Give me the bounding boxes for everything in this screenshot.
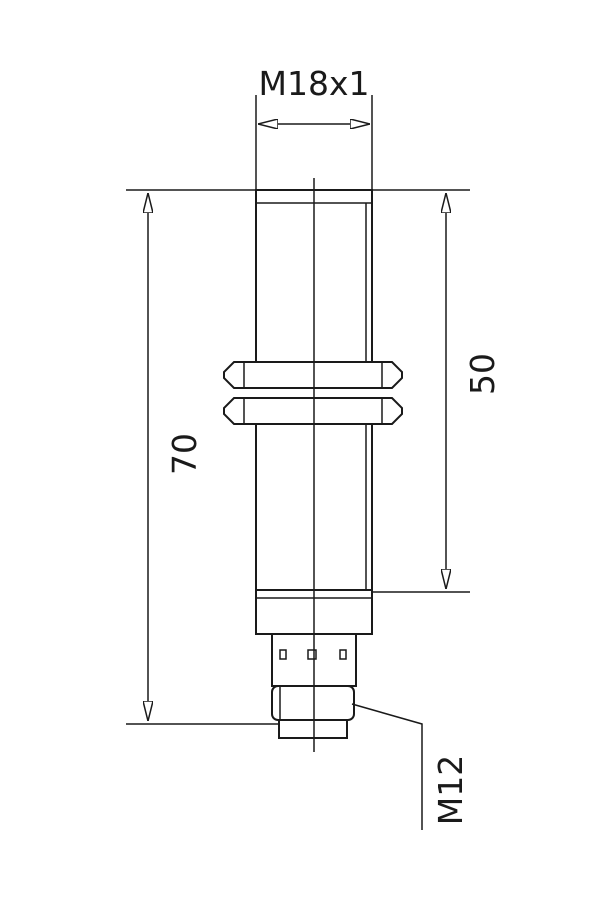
thread-dimension-label: M18x1 — [259, 64, 370, 103]
overall-length-label: 70 — [165, 433, 204, 475]
connector-label: M12 — [431, 755, 470, 825]
thread-length-dimension: 50 — [372, 189, 502, 593]
overall-length-dimension: 70 — [126, 189, 279, 725]
locking-nut-upper — [223, 361, 403, 389]
thread-length-label: 50 — [463, 353, 502, 395]
connector-leader: M12 — [351, 703, 470, 830]
locking-nut-lower — [223, 397, 403, 425]
thread-dimension: M18x1 — [255, 64, 373, 190]
